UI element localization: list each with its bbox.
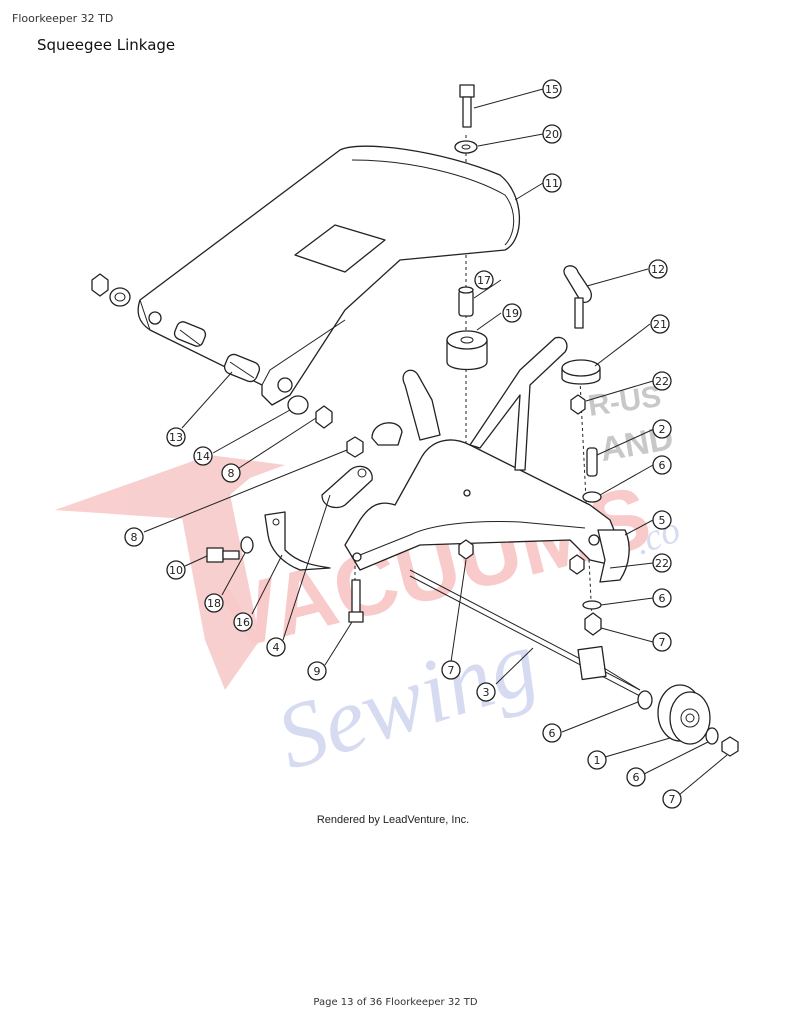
- callout-7: 7: [441, 660, 461, 680]
- callout-label: 14: [196, 450, 210, 463]
- callout-label: 6: [659, 592, 666, 605]
- callout-label: 20: [545, 128, 559, 141]
- callout-label: 6: [659, 459, 666, 472]
- callout-1: 1: [587, 750, 607, 770]
- callout-label: 16: [236, 616, 250, 629]
- part-wheel: [637, 684, 739, 757]
- callout-label: 3: [483, 686, 490, 699]
- part-spring-assembly: [173, 321, 261, 383]
- callout-label: 7: [448, 664, 455, 677]
- callout-label: 1: [594, 754, 601, 767]
- callout-7: 7: [652, 632, 672, 652]
- callout-label: 5: [659, 514, 666, 527]
- callout-16: 16: [233, 612, 253, 632]
- document-title: Floorkeeper 32 TD: [12, 12, 114, 25]
- callout-group: 1520111719122122265226731676794161810881…: [124, 79, 682, 809]
- callout-label: 22: [655, 557, 669, 570]
- callout-label: 2: [659, 423, 666, 436]
- callout-20: 20: [542, 124, 562, 144]
- callout-6: 6: [626, 767, 646, 787]
- callout-label: 6: [549, 727, 556, 740]
- callout-7: 7: [662, 789, 682, 809]
- part-upper-plate: [137, 145, 521, 406]
- callout-6: 6: [652, 588, 672, 608]
- callout-label: 4: [273, 641, 280, 654]
- callout-5: 5: [652, 510, 672, 530]
- callout-21: 21: [650, 314, 670, 334]
- callout-label: 6: [633, 771, 640, 784]
- callout-label: 7: [669, 793, 676, 806]
- part-top-bolt: [454, 84, 478, 154]
- callout-label: 7: [659, 636, 666, 649]
- callout-17: 17: [474, 270, 494, 290]
- callout-8: 8: [124, 527, 144, 547]
- part-right-column: [561, 265, 601, 415]
- callout-22: 22: [652, 553, 672, 573]
- callout-label: 10: [169, 564, 183, 577]
- page-footer: Page 13 of 36 Floorkeeper 32 TD: [313, 997, 478, 1008]
- callout-22: 22: [652, 371, 672, 391]
- part-frame-bracket: [344, 336, 621, 571]
- callout-label: 12: [651, 263, 665, 276]
- callout-18: 18: [204, 593, 224, 613]
- callout-19: 19: [502, 303, 522, 323]
- callout-15: 15: [542, 79, 562, 99]
- callout-2: 2: [652, 419, 672, 439]
- callout-3: 3: [476, 682, 496, 702]
- callout-label: 17: [477, 274, 491, 287]
- callout-14: 14: [193, 446, 213, 466]
- callout-label: 18: [207, 597, 221, 610]
- part-axle-rod: [409, 569, 641, 697]
- callout-4: 4: [266, 637, 286, 657]
- leader-lines: [143, 88, 728, 796]
- callout-6: 6: [542, 723, 562, 743]
- part-caster-mount: [458, 529, 630, 636]
- callout-label: 11: [545, 177, 559, 190]
- section-title: Squeegee Linkage: [37, 36, 176, 54]
- callout-8: 8: [221, 463, 241, 483]
- callout-11: 11: [542, 173, 562, 193]
- part-pin-washer: [582, 447, 602, 503]
- callout-label: 21: [653, 318, 667, 331]
- callout-label: 19: [505, 307, 519, 320]
- render-credit: Rendered by LeadVenture, Inc.: [317, 814, 469, 826]
- callout-13: 13: [166, 427, 186, 447]
- callout-label: 22: [655, 375, 669, 388]
- callout-6: 6: [652, 455, 672, 475]
- callout-12: 12: [648, 259, 668, 279]
- part-left-nuts: [91, 273, 333, 429]
- callout-label: 13: [169, 431, 183, 444]
- callout-label: 8: [131, 531, 138, 544]
- callout-label: 15: [545, 83, 559, 96]
- callout-label: 8: [228, 467, 235, 480]
- part-spacer-bushing: [446, 286, 488, 371]
- callout-10: 10: [166, 560, 186, 580]
- callout-9: 9: [307, 661, 327, 681]
- callout-label: 9: [314, 665, 321, 678]
